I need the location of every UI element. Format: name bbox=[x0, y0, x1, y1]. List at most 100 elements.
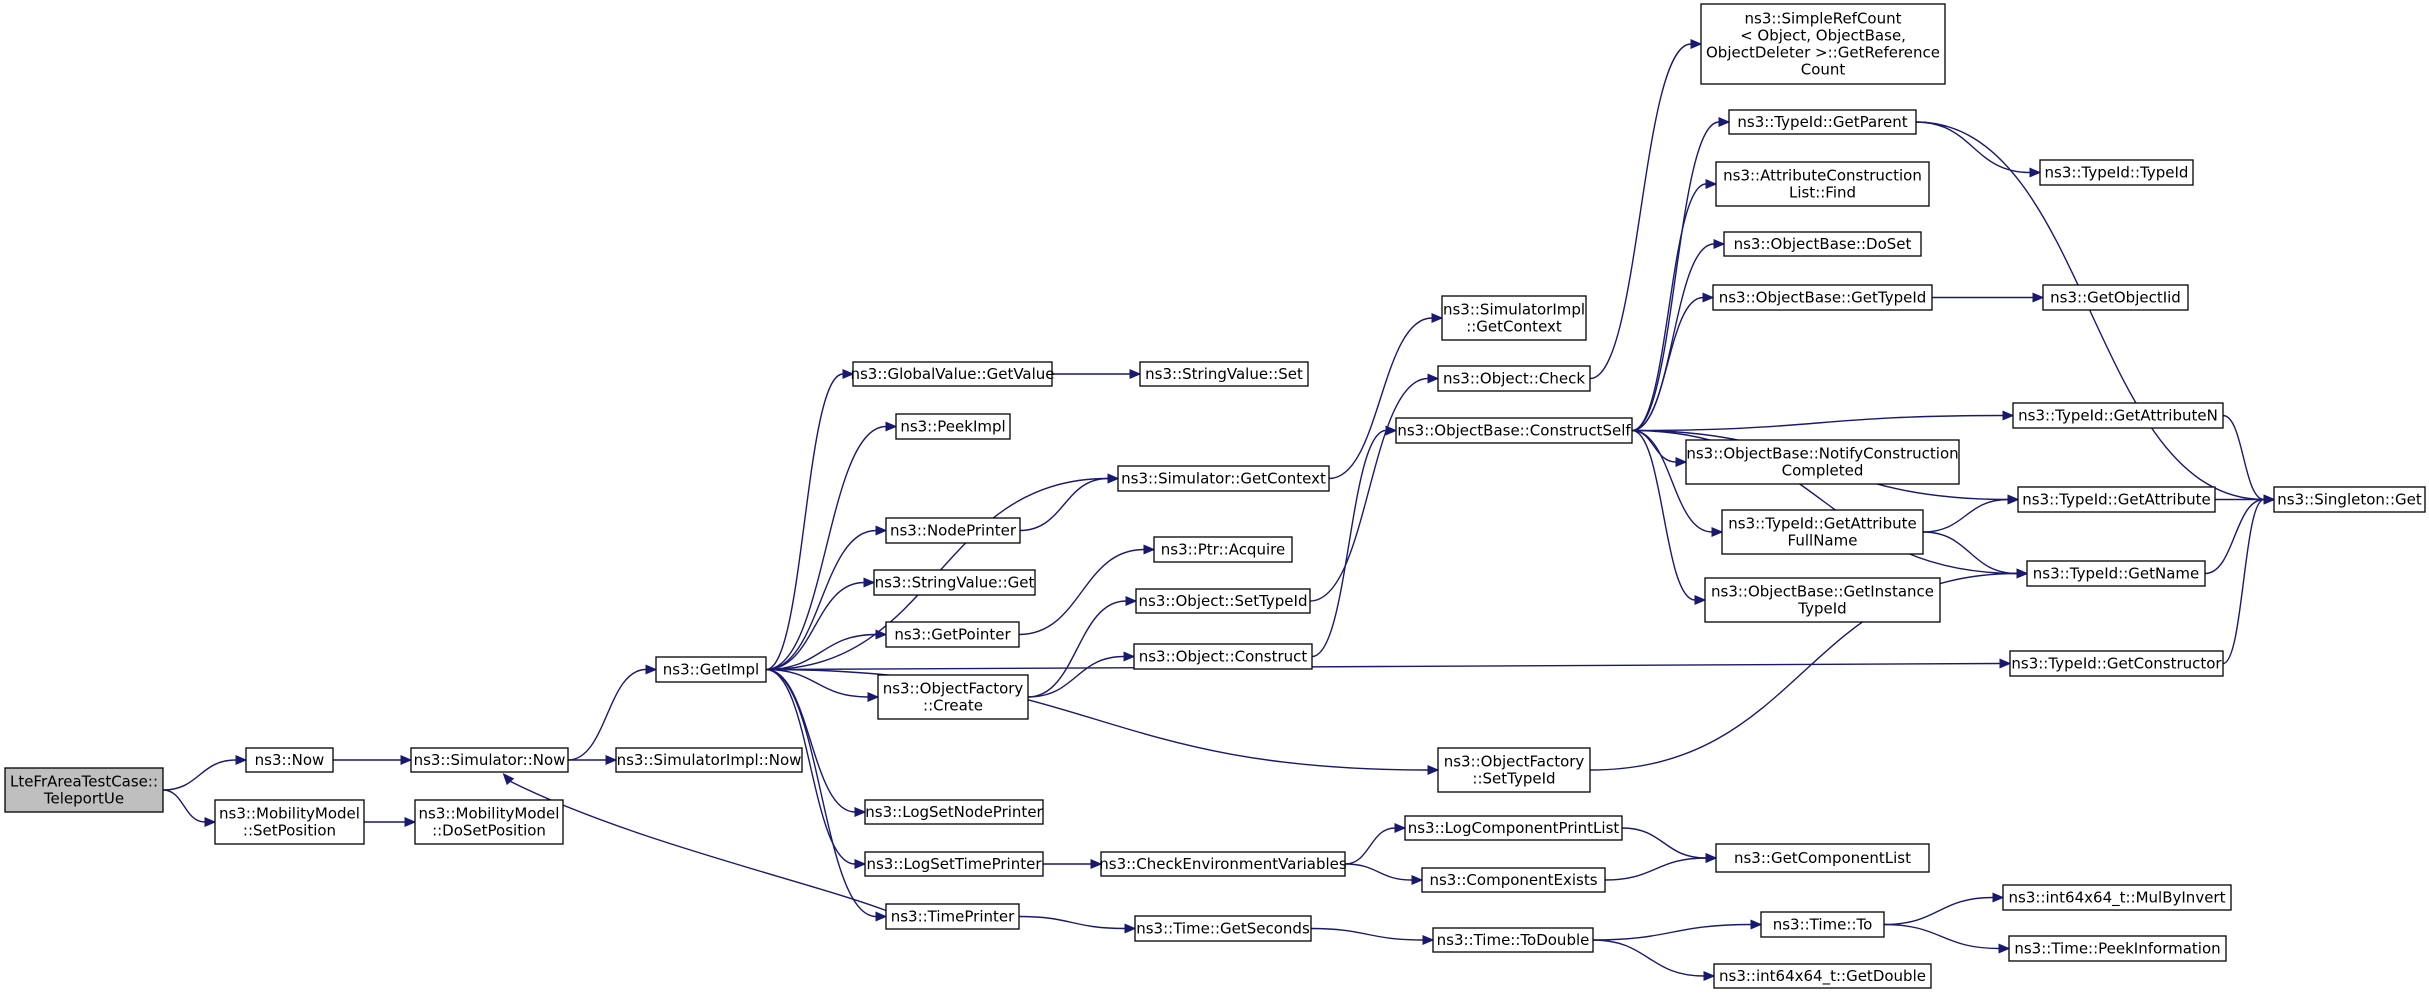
node-timeprinter[interactable]: ns3::TimePrinter bbox=[885, 903, 1020, 930]
node-tidgetname[interactable]: ns3::TypeId::GetName bbox=[2026, 560, 2206, 587]
node-box bbox=[214, 799, 365, 845]
edge-line bbox=[1915, 121, 2265, 501]
node-box bbox=[1713, 963, 1932, 989]
node-peekimpl[interactable]: ns3::PeekImpl bbox=[895, 413, 1011, 440]
edge-getimpl-to-stringvalueget bbox=[765, 577, 876, 671]
node-simplerefcount[interactable]: ns3::SimpleRefCount< Object, ObjectBase,… bbox=[1700, 3, 1946, 85]
node-compexists[interactable]: ns3::ComponentExists bbox=[1421, 867, 1606, 893]
node-label-line: < Object, ObjectBase, bbox=[1740, 27, 1906, 45]
edge-line bbox=[765, 668, 1429, 771]
node-ptracquire[interactable]: ns3::Ptr::Acquire bbox=[1153, 536, 1293, 563]
node-mmsetpos[interactable]: ns3::MobilityModel::SetPosition bbox=[214, 799, 365, 845]
node-box bbox=[1712, 284, 1933, 311]
edge-obgettypeid-to-getobjectiid bbox=[1932, 292, 2045, 303]
arrowhead-icon bbox=[1431, 313, 1444, 323]
node-label-line: ns3::LogComponentPrintList bbox=[1408, 819, 1620, 837]
node-simimplnow[interactable]: ns3::SimulatorImpl::Now bbox=[615, 747, 803, 773]
node-box bbox=[1704, 577, 1941, 623]
node-label-line: ns3::Time::GetSeconds bbox=[1136, 920, 1310, 938]
edge-getimpl-to-peekimpl bbox=[765, 421, 898, 671]
node-label-line: ns3::int64x64_t::MulByInvert bbox=[2009, 889, 2226, 908]
node-nodeprinter[interactable]: ns3::NodePrinter bbox=[885, 517, 1021, 544]
edge-line bbox=[1592, 939, 1705, 977]
arrowhead-icon bbox=[2002, 410, 2015, 421]
edge-line bbox=[1592, 923, 1752, 941]
edge-line bbox=[2204, 498, 2265, 575]
arrowhead-icon bbox=[1675, 457, 1688, 467]
node-tidtypeid[interactable]: ns3::TypeId::TypeId bbox=[2039, 159, 2194, 186]
node-getimpl[interactable]: ns3::GetImpl bbox=[655, 656, 767, 683]
node-tidgetparent[interactable]: ns3::TypeId::GetParent bbox=[1728, 109, 1917, 135]
node-obconstructself[interactable]: ns3::ObjectBase::ConstructSelf bbox=[1395, 417, 1633, 444]
node-stringvalueset[interactable]: ns3::StringValue::Set bbox=[1139, 361, 1309, 387]
arrowhead-icon bbox=[1411, 875, 1424, 885]
node-label-line: ns3::LogSetNodePrinter bbox=[865, 803, 1043, 821]
node-ofsettypeid[interactable]: ns3::ObjectFactory::SetTypeId bbox=[1437, 747, 1591, 793]
node-mmdosetpos[interactable]: ns3::MobilityModel::DoSetPosition bbox=[414, 799, 564, 845]
node-getpointer[interactable]: ns3::GetPointer bbox=[885, 621, 1020, 648]
node-box bbox=[1760, 911, 1885, 938]
node-tidgetconstructor[interactable]: ns3::TypeId::GetConstructor bbox=[2009, 650, 2224, 677]
arrowhead-icon bbox=[645, 664, 658, 675]
node-box bbox=[2273, 486, 2426, 513]
arrowhead-icon bbox=[1422, 935, 1435, 945]
node-objconstruct[interactable]: ns3::Object::Construct bbox=[1133, 643, 1313, 670]
edge-mmsetpos-to-mmdosetpos bbox=[363, 817, 417, 827]
node-objcheck[interactable]: ns3::Object::Check bbox=[1437, 365, 1591, 392]
node-simnow[interactable]: ns3::Simulator::Now bbox=[410, 747, 569, 773]
edge-line bbox=[1631, 121, 1720, 432]
node-getobjectiid[interactable]: ns3::GetObjectIid bbox=[2042, 284, 2189, 311]
node-mulbyinvert[interactable]: ns3::int64x64_t::MulByInvert bbox=[2002, 884, 2232, 911]
node-label-line: ns3::ObjectBase::GetInstance bbox=[1711, 583, 1934, 601]
node-label-line: TypeId bbox=[1797, 600, 1846, 618]
node-stringvalueget[interactable]: ns3::StringValue::Get bbox=[873, 569, 1036, 596]
node-singletonget[interactable]: ns3::Singleton::Get bbox=[2273, 486, 2426, 513]
node-simimplgetcontext[interactable]: ns3::SimulatorImpl::GetContext bbox=[1441, 295, 1587, 341]
node-tidgetattr[interactable]: ns3::TypeId::GetAttribute bbox=[2017, 486, 2216, 513]
edge-obconstructself-to-tidgetattrn bbox=[1631, 410, 2015, 432]
arrowhead-icon bbox=[863, 577, 876, 588]
arrowhead-icon bbox=[2007, 494, 2020, 505]
node-getcomponentlist[interactable]: ns3::GetComponentList bbox=[1715, 843, 1930, 873]
edge-root-to-now bbox=[162, 755, 248, 791]
node-box bbox=[885, 903, 1020, 930]
node-obnotify[interactable]: ns3::ObjectBase::NotifyConstructionCompl… bbox=[1685, 439, 1960, 485]
edge-line bbox=[1018, 915, 1126, 930]
node-root[interactable]: LteFrAreaTestCase::TeleportUe bbox=[4, 767, 164, 813]
node-label-line: ns3::Simulator::GetContext bbox=[1121, 470, 1326, 488]
node-obgettypeid[interactable]: ns3::ObjectBase::GetTypeId bbox=[1712, 284, 1933, 311]
node-peekinfo[interactable]: ns3::Time::PeekInformation bbox=[2008, 935, 2227, 962]
edge-logsettimeprinter-to-checkenv bbox=[1042, 859, 1103, 869]
edge-obconstructself-to-tidgetattrfullname bbox=[1631, 429, 1724, 537]
node-box bbox=[1437, 747, 1591, 793]
node-timetodouble[interactable]: ns3::Time::ToDouble bbox=[1432, 927, 1594, 953]
node-logsettimeprinter[interactable]: ns3::LogSetTimePrinter bbox=[864, 851, 1044, 877]
node-logsetnodeprinter[interactable]: ns3::LogSetNodePrinter bbox=[864, 799, 1044, 825]
node-label-line: ns3::ComponentExists bbox=[1429, 871, 1597, 889]
node-box bbox=[1133, 643, 1313, 670]
node-simgetcontext[interactable]: ns3::Simulator::GetContext bbox=[1117, 465, 1330, 492]
node-int64getdouble[interactable]: ns3::int64x64_t::GetDouble bbox=[1713, 963, 1932, 989]
edge-obconstructself-to-obdoset bbox=[1631, 239, 1726, 432]
node-checkenv[interactable]: ns3::CheckEnvironmentVariables bbox=[1099, 851, 1347, 877]
node-ofcreate[interactable]: ns3::ObjectFactory::Create bbox=[877, 674, 1029, 720]
node-label-line: ns3::NodePrinter bbox=[890, 522, 1017, 540]
node-label-line: ns3::Simulator::Now bbox=[414, 751, 566, 769]
node-objsettypeid[interactable]: ns3::Object::SetTypeId bbox=[1135, 588, 1311, 614]
node-now[interactable]: ns3::Now bbox=[245, 747, 334, 773]
node-tidgetattrn[interactable]: ns3::TypeId::GetAttributeN bbox=[2012, 402, 2224, 429]
node-logcompprintlist[interactable]: ns3::LogComponentPrintList bbox=[1404, 815, 1623, 841]
node-box bbox=[2039, 159, 2194, 186]
node-timeto[interactable]: ns3::Time::To bbox=[1760, 911, 1885, 938]
node-label-line: ns3::CheckEnvironmentVariables bbox=[1099, 855, 1347, 873]
edge-timeto-to-peekinfo bbox=[1883, 923, 2011, 954]
node-timegetseconds[interactable]: ns3::Time::GetSeconds bbox=[1134, 915, 1312, 942]
node-obdoset[interactable]: ns3::ObjectBase::DoSet bbox=[1723, 231, 1922, 257]
edge-getimpl-to-ofcreate bbox=[765, 668, 880, 702]
node-gvgetvalue[interactable]: ns3::GlobalValue::GetValue bbox=[850, 361, 1055, 387]
node-box bbox=[1715, 161, 1930, 207]
